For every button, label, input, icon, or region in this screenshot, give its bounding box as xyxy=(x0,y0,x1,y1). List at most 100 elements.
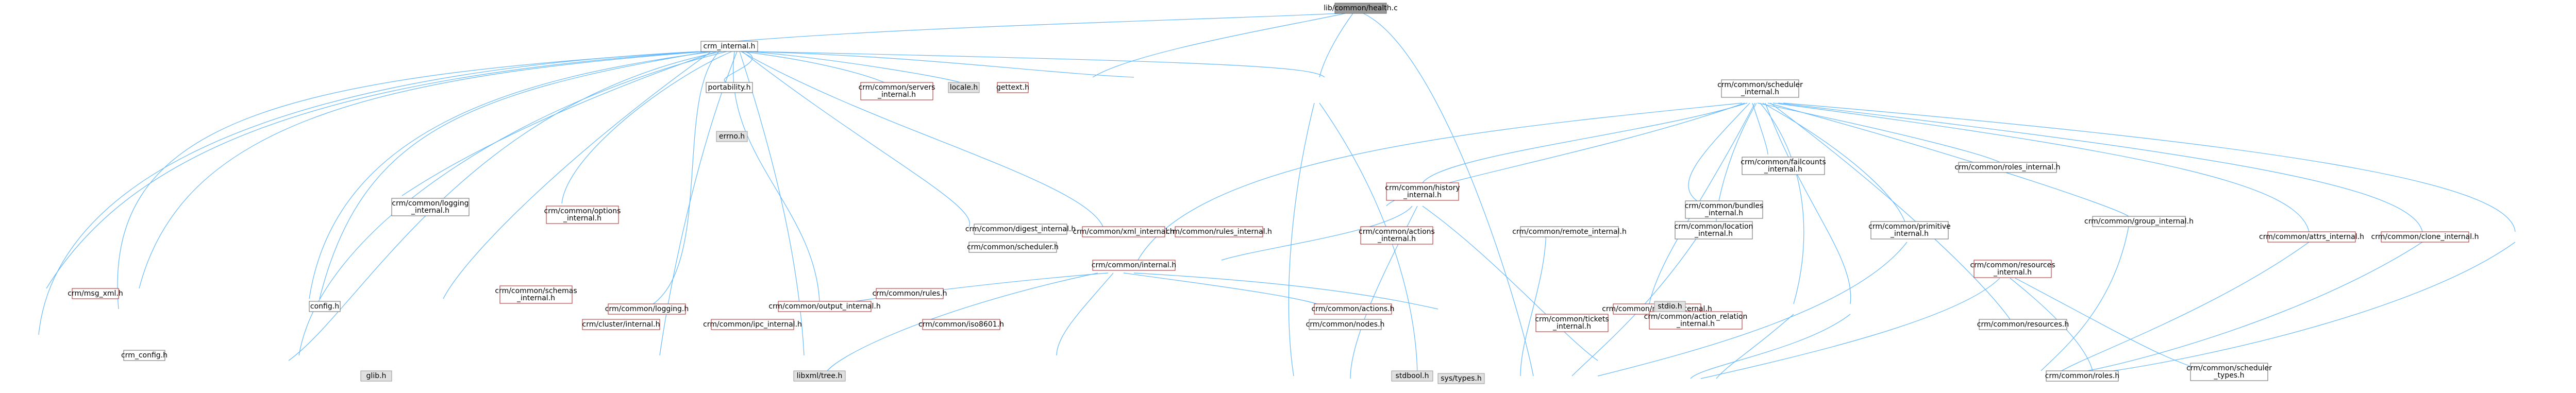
node-label: crm/common/history xyxy=(1385,184,1460,192)
node-locale[interactable]: locale.h xyxy=(948,82,980,93)
node-sched-types[interactable]: crm/common/scheduler_types.h xyxy=(2186,363,2272,381)
node-box xyxy=(948,82,980,93)
node-resources-internal[interactable]: crm/common/resources_internal.h xyxy=(1970,260,2055,278)
node-label: crm/common/digest_internal.h xyxy=(965,225,1076,233)
node-box xyxy=(1654,301,1686,312)
node-label: locale.h xyxy=(950,83,978,92)
node-box xyxy=(2046,370,2119,382)
node-stdio[interactable]: stdio.h xyxy=(1654,301,1686,312)
node-iso8601[interactable]: crm/common/iso8601.h xyxy=(918,319,1004,330)
node-box xyxy=(716,131,748,142)
node-history-internal[interactable]: crm/common/history_internal.h xyxy=(1385,182,1460,201)
node-bundles-internal[interactable]: crm/common/bundles_internal.h xyxy=(1685,200,1764,219)
node-failcounts-internal[interactable]: crm/common/failcounts_internal.h xyxy=(1741,157,1826,175)
node-tickets-internal[interactable]: crm/common/tickets_internal.h xyxy=(1535,314,1609,332)
node-nodes-h[interactable]: crm/common/nodes.h xyxy=(1306,319,1385,330)
node-label: crm/common/scheduler xyxy=(2186,364,2272,372)
node-label: _internal.h xyxy=(411,207,449,215)
node-label: crm/common/internal.h xyxy=(1092,261,1176,269)
node-roles-h[interactable]: crm/common/roles.h xyxy=(2045,370,2119,382)
node-libxml[interactable]: libxml/tree.h xyxy=(793,370,846,382)
node-clone-internal[interactable]: crm/common/clone_internal.h xyxy=(2371,231,2479,243)
node-errno[interactable]: errno.h xyxy=(716,131,748,142)
node-label: lib/common/health.c xyxy=(1324,4,1398,12)
node-label: stdio.h xyxy=(1658,302,1682,311)
node-remote-internal[interactable]: crm/common/remote_internal.h xyxy=(1512,226,1627,237)
node-box xyxy=(974,224,1067,235)
node-label: _internal.h xyxy=(877,91,916,99)
node-attrs-internal[interactable]: crm/common/attrs_internal.h xyxy=(2259,231,2364,243)
node-label: crm/common/clone_internal.h xyxy=(2371,233,2479,241)
node-rules-internal[interactable]: crm/common/rules_internal.h xyxy=(1166,226,1272,237)
node-label: crm/cluster/internal.h xyxy=(582,320,660,329)
node-box xyxy=(1742,157,1825,175)
node-label: crm/common/scheduler.h xyxy=(967,243,1059,251)
node-crm-internal[interactable]: crm_internal.h xyxy=(700,41,758,52)
node-label: gettext.h xyxy=(996,83,1029,92)
node-label: crm/common/group_internal.h xyxy=(2084,217,2194,226)
node-resources-h[interactable]: crm/common/resources.h xyxy=(1977,319,2069,330)
node-box xyxy=(1685,200,1763,219)
node-cluster-internal[interactable]: crm/cluster/internal.h xyxy=(582,319,660,330)
node-config[interactable]: config.h xyxy=(309,301,341,312)
node-box xyxy=(499,285,573,304)
node-box xyxy=(123,350,165,361)
node-crmxml[interactable]: crm/msg_xml.h xyxy=(68,288,123,299)
node-actions-internal[interactable]: crm/common/actions_internal.h xyxy=(1359,226,1435,245)
node-output-internal[interactable]: crm/common/output_internal.h xyxy=(768,301,881,312)
node-actions-h[interactable]: crm/common/actions.h xyxy=(1312,303,1395,315)
node-box xyxy=(1175,226,1263,237)
node-box xyxy=(1520,226,1619,237)
node-label: crm/common/attrs_internal.h xyxy=(2259,233,2364,241)
node-label: crm/common/nodes.h xyxy=(1306,320,1385,329)
node-roles-internal[interactable]: crm/common/roles_internal.h xyxy=(1954,162,2061,173)
node-root[interactable]: lib/common/health.c xyxy=(1324,3,1398,14)
graph-nodes: lib/common/health.c crm_internal.h crm/com… xyxy=(68,3,2479,384)
node-label: crm/common/tickets xyxy=(1535,315,1609,323)
node-label: crm/common/roles.h xyxy=(2045,372,2119,380)
node-gettext[interactable]: gettext.h xyxy=(996,82,1029,93)
node-label: _internal.h xyxy=(516,294,555,302)
node-label: crm/common/ipc_internal.h xyxy=(703,320,802,329)
node-stdbool[interactable]: stdbool.h xyxy=(1391,370,1433,382)
node-box xyxy=(706,82,753,93)
node-label: _internal.h xyxy=(1377,235,1416,243)
node-box xyxy=(1721,79,1799,98)
node-scheduler-h[interactable]: crm/common/scheduler.h xyxy=(967,242,1059,253)
node-label: crm/common/scheduler xyxy=(1717,81,1803,89)
node-label: crm/common/location xyxy=(1675,223,1753,231)
node-box xyxy=(1979,319,2067,330)
node-group-internal[interactable]: crm/common/group_internal.h xyxy=(2084,216,2194,227)
node-portability[interactable]: portability.h xyxy=(706,82,753,93)
node-schemas-internal[interactable]: crm/common/schemas_internal.h xyxy=(495,285,577,304)
node-logging-internal[interactable]: crm/common/logging_internal.h xyxy=(391,198,470,216)
node-rules-h[interactable]: crm/common/rules.h xyxy=(872,288,947,299)
node-sched-internal[interactable]: crm/common/scheduler_internal.h xyxy=(1717,79,1803,98)
node-label: crm/common/actions.h xyxy=(1312,305,1395,313)
node-action-relation-internal[interactable]: crm/common/action_relation_internal.h xyxy=(1644,311,1748,330)
node-common-internal[interactable]: crm/common/internal.h xyxy=(1092,260,1176,271)
node-location-internal[interactable]: crm/common/location_internal.h xyxy=(1675,221,1753,240)
node-systypes[interactable]: sys/types.h xyxy=(1437,373,1485,384)
node-label: _internal.h xyxy=(1704,209,1743,217)
node-label: crm/msg_xml.h xyxy=(68,289,123,298)
node-crm-config[interactable]: crm_config.h xyxy=(121,350,168,361)
node-label: crm_config.h xyxy=(121,351,168,360)
node-glib[interactable]: glib.h xyxy=(360,370,392,382)
node-label: _internal.h xyxy=(1764,165,1802,174)
node-primitive-internal[interactable]: crm/common/primitive_internal.h xyxy=(1868,221,1951,240)
node-box xyxy=(793,370,846,382)
node-label: crm/common/logging xyxy=(392,199,469,208)
node-servers-internal[interactable]: crm/common/servers_internal.h xyxy=(859,82,935,100)
node-logging-h[interactable]: crm/common/logging.h xyxy=(605,303,689,315)
dependency-edges xyxy=(38,13,2516,379)
node-digest-internal[interactable]: crm/common/digest_internal.h xyxy=(965,224,1076,235)
node-box xyxy=(1386,182,1459,201)
node-box xyxy=(711,319,794,330)
node-options-internal[interactable]: crm/common/options_internal.h xyxy=(544,206,621,224)
node-box xyxy=(2267,231,2356,243)
node-box xyxy=(922,319,1000,330)
node-label: crm/common/failcounts xyxy=(1741,158,1826,166)
node-ipc-internal[interactable]: crm/common/ipc_internal.h xyxy=(703,319,802,330)
node-xml-internal[interactable]: crm/common/xml_internal.h xyxy=(1073,226,1175,237)
